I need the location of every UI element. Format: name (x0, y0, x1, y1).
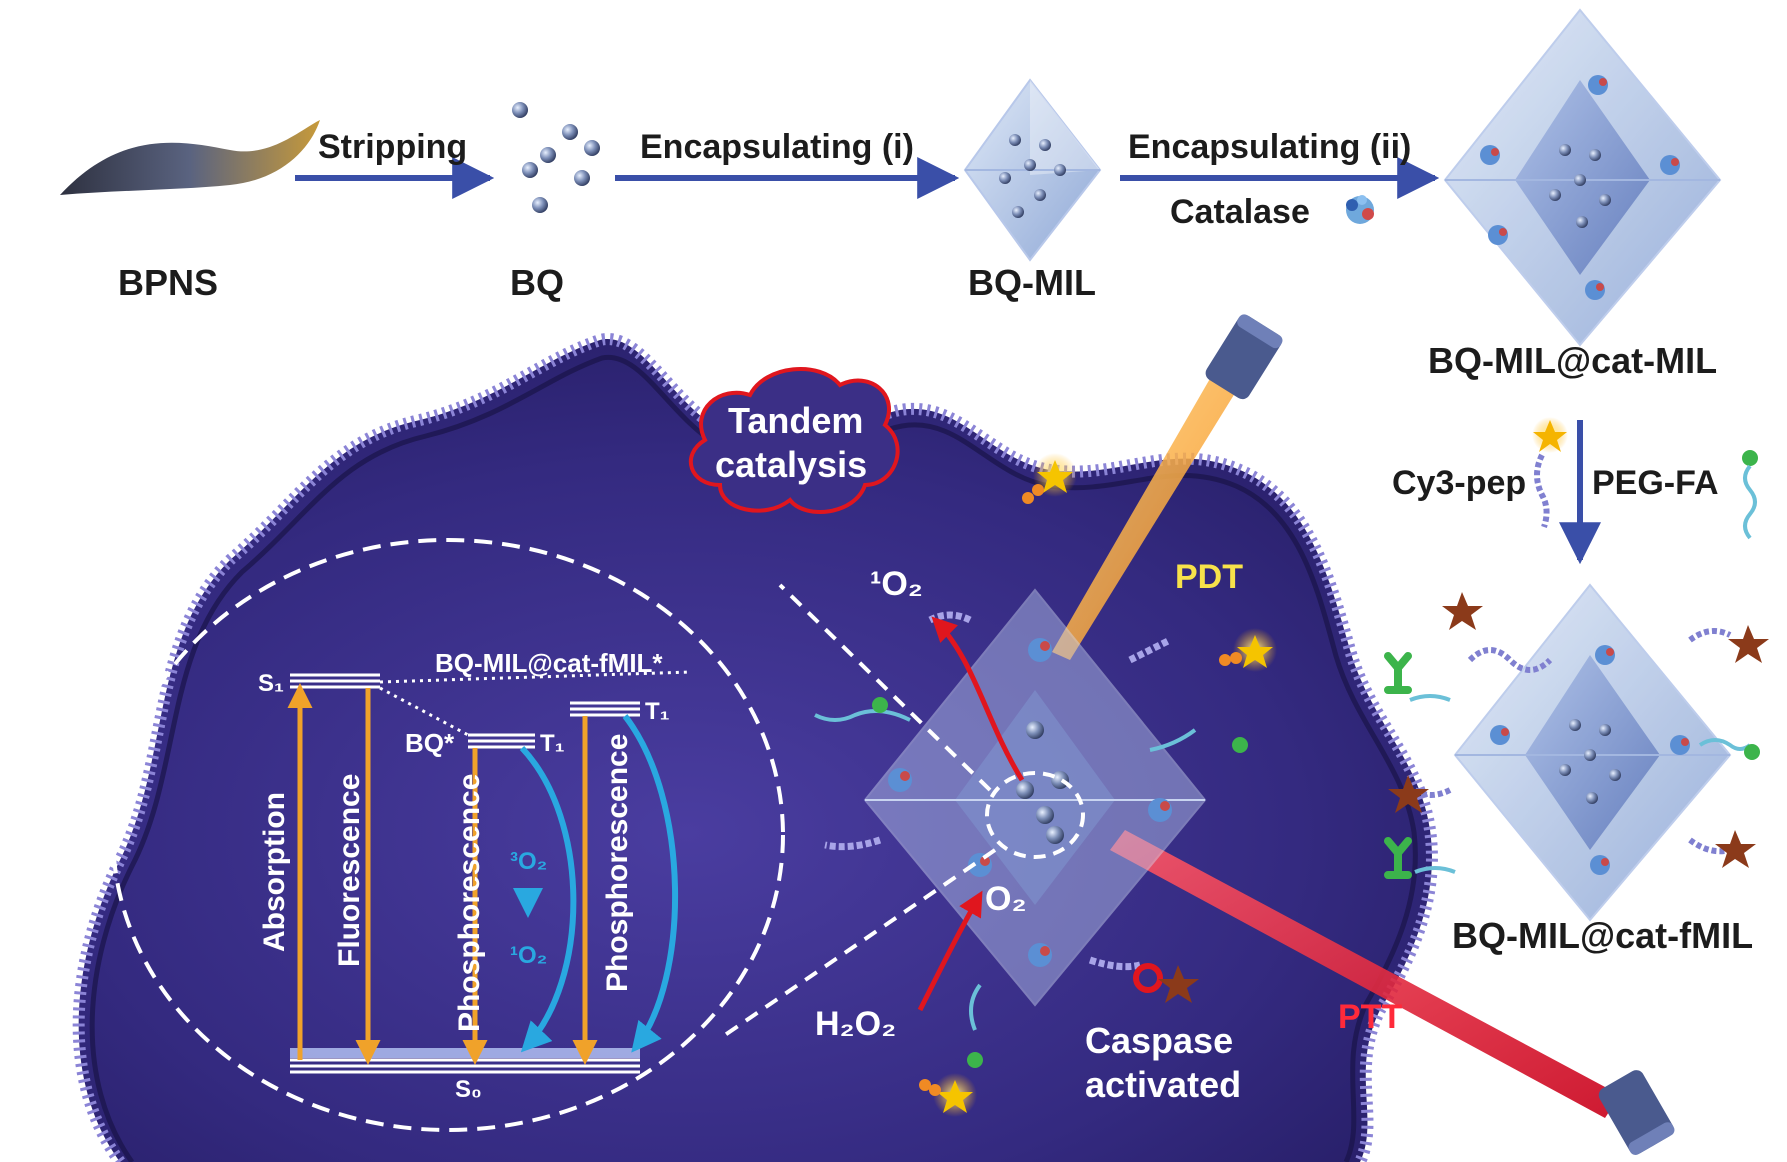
h2o2-label: H₂O₂ (815, 1005, 897, 1043)
bpns-label: BPNS (118, 262, 219, 303)
zoom-callout (111, 538, 1085, 1132)
phosphorescence-label-mil: Phosphorescence (601, 733, 634, 992)
mil-t1-level (570, 701, 640, 717)
bq-label: BQ (510, 262, 564, 303)
s0-label: S₀ (455, 1076, 482, 1103)
fluorescence-label: Fluorescence (333, 773, 366, 967)
caspase-label: Caspase (1085, 1020, 1234, 1061)
catalase-label: Catalase (1170, 193, 1310, 231)
s1-label: S₁ (258, 670, 284, 697)
peg-fa-chain-icon (1742, 450, 1758, 540)
bq-mil-cat-mil-label: BQ-MIL@cat-MIL (1428, 340, 1718, 381)
catalase-icon (1346, 195, 1374, 224)
tandem-catalysis-cloud (688, 367, 900, 514)
oxygen-label: O₂ (985, 880, 1027, 918)
cy3-pep-label: Cy3-pep (1392, 464, 1527, 502)
bq-star-label: BQ* (405, 728, 455, 758)
cy3-star-icon (1532, 417, 1568, 528)
bq-mil-label: BQ-MIL (968, 262, 1096, 303)
phosphorescence-label-bq: Phosphorescence (453, 773, 486, 1032)
catalysis-text: catalysis (715, 444, 868, 485)
singlet-oxygen-product-label: ¹O₂ (510, 942, 548, 969)
stripping-label: Stripping (318, 128, 468, 166)
bq-mil-cat-fmil-crystal (1388, 583, 1769, 922)
activated-label: activated (1085, 1064, 1242, 1105)
bq-t1-label: T₁ (540, 730, 565, 757)
singlet-oxygen-label: ¹O₂ (870, 565, 923, 603)
h2o2-to-o2-arrow (917, 890, 983, 1012)
pdt-laser (1052, 314, 1283, 660)
encapsulating-ii-label: Encapsulating (ii) (1128, 128, 1412, 166)
energy-level-diagram (287, 670, 691, 1074)
excited-state-label: BQ-MIL@cat-fMIL* (435, 648, 663, 678)
folate-receptor-icon (1384, 652, 1412, 879)
encapsulating-i-label: Encapsulating (i) (640, 128, 914, 166)
peg-fa-label: PEG-FA (1592, 464, 1719, 502)
triplet-oxygen-label: ³O₂ (510, 848, 548, 875)
cy3-fluorescence-icon (919, 453, 1277, 1117)
absorption-label: Absorption (258, 792, 291, 952)
mil-energy-transfer-arrow (622, 714, 678, 1053)
tandem-label: Tandem (728, 400, 864, 441)
bq-quantum-dots (512, 102, 600, 213)
o2-to-singlet-arrow (931, 616, 1025, 782)
bq-mil-cat-fmil-label: BQ-MIL@cat-fMIL (1452, 915, 1754, 956)
bpns-sheet (60, 120, 320, 195)
bq-mil-cat-mil-crystal (1443, 8, 1722, 347)
mil-t1-label: T₁ (645, 698, 670, 725)
ptt-laser (1110, 830, 1675, 1155)
ptt-label: PTT (1338, 998, 1403, 1036)
bq-mil-crystal (963, 78, 1102, 262)
bq-energy-transfer-arrow (519, 745, 577, 1053)
pdt-label: PDT (1175, 558, 1243, 596)
